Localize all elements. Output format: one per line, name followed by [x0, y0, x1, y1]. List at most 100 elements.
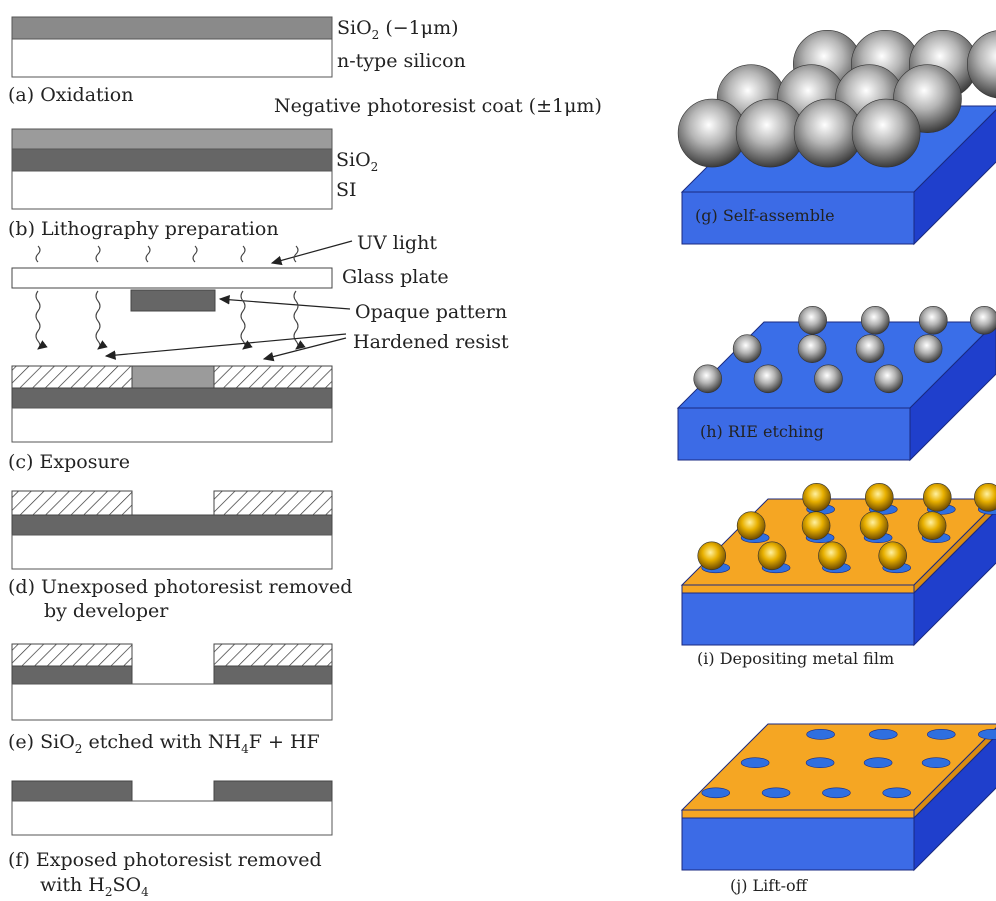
hardened-resist-right [213, 490, 333, 516]
label-sio2: SiO2 (−1μm) [337, 17, 459, 42]
metal-dot [863, 757, 893, 769]
silicon-substrate [11, 534, 333, 570]
hardened-resist-right [213, 643, 333, 667]
step-i-metal-deposition [680, 483, 996, 647]
gold-sphere [917, 511, 947, 541]
gold-sphere [801, 511, 831, 541]
uv-arrow [270, 240, 353, 266]
silicon-substrate [11, 800, 333, 836]
sio2-layer [11, 16, 333, 40]
gold-sphere [736, 511, 766, 541]
silicon-substrate [11, 683, 333, 721]
step-f-strip: (f) Exposed photoresist removed with H2S… [8, 780, 333, 899]
etched-silver-sphere [814, 364, 843, 394]
gold-sphere [922, 483, 952, 512]
label-si: SI [336, 179, 357, 201]
etched-silver-sphere [860, 306, 890, 335]
sio2-layer [11, 387, 333, 409]
metal-film-edge-side [913, 727, 996, 820]
metal-film-edge-side [913, 502, 996, 595]
gold-sphere [697, 541, 727, 571]
caption-d-line1: (d) Unexposed photoresist removed [8, 576, 352, 598]
metal-dot [921, 757, 951, 769]
uv-rays-bottom [35, 290, 306, 350]
block-side-face [913, 510, 996, 647]
step-g-self-assemble [677, 30, 996, 246]
hardened-resist-left [11, 365, 133, 389]
opaque-arrow [218, 294, 351, 310]
etched-silver-sphere [855, 334, 885, 364]
metal-film-edge-front [681, 584, 915, 594]
hardened-resist-right [213, 365, 333, 389]
sio2-left [11, 665, 133, 685]
label-uv-light: UV light [357, 232, 437, 254]
metal-dot [806, 729, 835, 740]
metal-dot [805, 757, 835, 769]
step-a-oxidation: SiO2 (−1μm) n-type silicon (a) Oxidation [8, 16, 466, 106]
label-hardened-resist: Hardened resist [353, 331, 509, 353]
caption-e: (e) SiO2 etched with NH4F + HF [8, 731, 320, 756]
etched-silver-sphere [732, 334, 762, 364]
label-opaque-pattern: Opaque pattern [355, 301, 507, 323]
caption-f-line2: with H2SO4 [40, 874, 149, 899]
gold-sphere [859, 511, 889, 541]
label-n-type-silicon: n-type silicon [337, 50, 466, 72]
hardened-resist-arrows [104, 333, 347, 362]
sio2-left [11, 780, 133, 802]
metal-dot [701, 787, 731, 799]
sio2-right [213, 665, 333, 685]
metal-dot [740, 757, 770, 769]
caption-j: (j) Lift-off [730, 876, 809, 895]
metal-dot [822, 787, 851, 799]
silicon-substrate [11, 170, 333, 210]
hardened-resist-left [11, 643, 133, 667]
block-side-face [909, 321, 996, 462]
gold-sphere [802, 483, 831, 512]
etched-silver-sphere [918, 306, 948, 335]
etched-silver-sphere [797, 334, 827, 364]
etched-silver-sphere [753, 364, 783, 394]
unexposed-resist [131, 365, 215, 389]
caption-g: (g) Self-assemble [695, 206, 835, 225]
block-side-face [913, 109, 996, 246]
caption-h: (h) RIE etching [700, 422, 824, 441]
uv-rays-top [35, 245, 299, 263]
step-h-rie-etching [676, 306, 996, 462]
gold-sphere [878, 541, 908, 571]
caption-a: (a) Oxidation [8, 84, 133, 106]
block-side-face [913, 735, 996, 872]
block-front-face [681, 817, 915, 871]
metal-film-edge-front [681, 809, 915, 819]
gold-sphere [757, 541, 787, 571]
step-j-lift-off [680, 723, 996, 872]
etched-silver-sphere [874, 364, 904, 394]
etched-silver-sphere [693, 364, 723, 394]
label-sio2: SiO2 [336, 149, 378, 174]
metal-dot [978, 729, 996, 740]
gold-sphere [818, 541, 847, 571]
caption-i: (i) Depositing metal film [697, 649, 894, 668]
step-e-etch: (e) SiO2 etched with NH4F + HF [8, 643, 333, 756]
label-glass-plate: Glass plate [342, 266, 449, 288]
block-front-face [681, 592, 915, 646]
metal-dot [868, 729, 898, 740]
sio2-layer [11, 514, 333, 536]
silver-sphere [967, 30, 996, 99]
metal-dot [761, 787, 791, 799]
sio2-right [213, 780, 333, 802]
step-b-lithography-prep: SiO2 SI (b) Lithography preparation [8, 128, 378, 240]
metal-dot [882, 787, 912, 799]
gold-sphere [864, 483, 894, 512]
caption-d-line2: by developer [44, 600, 169, 622]
silver-sphere [851, 98, 921, 168]
caption-b: (b) Lithography preparation [8, 218, 279, 240]
etched-silver-sphere [970, 306, 996, 335]
step-c-exposure: UV light Glass plate Opaque pattern Hard… [8, 232, 509, 473]
etched-silver-sphere [798, 306, 827, 335]
label-photoresist-coat: Negative photoresist coat (±1μm) [274, 95, 602, 117]
photoresist-layer [11, 128, 333, 150]
silicon-substrate [11, 38, 333, 78]
hardened-resist-left [11, 490, 133, 516]
caption-f-line1: (f) Exposed photoresist removed [8, 849, 322, 871]
